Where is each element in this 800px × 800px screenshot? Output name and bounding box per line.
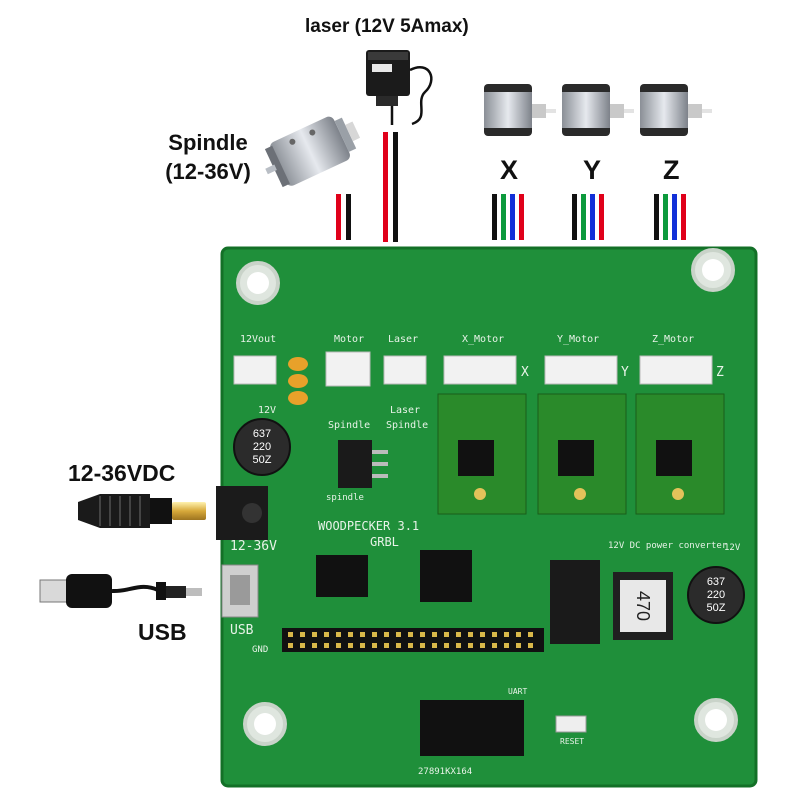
- z-motor-wires: [654, 194, 686, 240]
- silk-axis-z: Z: [716, 365, 724, 380]
- axis-z-label: Z: [663, 155, 680, 185]
- stepper-motor-z-icon: [640, 84, 712, 136]
- silk-y-motor: Y_Motor: [557, 334, 599, 345]
- silk-z-motor: Z_Motor: [652, 334, 694, 345]
- mcu-chip: [420, 550, 472, 602]
- y-motor-wires: [572, 194, 604, 240]
- stepper-driver-y: [537, 393, 627, 515]
- laser-label: laser (12V 5Amax): [305, 16, 469, 37]
- spindle-label-line2: (12-36V): [165, 159, 251, 184]
- usb-serial-chip: [316, 555, 368, 597]
- laser-module-icon: [366, 50, 433, 126]
- silk-axis-x: X: [521, 365, 529, 380]
- cap-right-line3: 50Z: [707, 602, 726, 614]
- cap-right-line2: 220: [707, 589, 725, 601]
- cap-left-line3: 50Z: [253, 454, 272, 466]
- power-input-label: 12-36VDC: [68, 460, 176, 486]
- capacitor-left: 637 220 50Z: [233, 418, 291, 476]
- silk-axis-y: Y: [621, 365, 629, 380]
- usb-cable-icon: [39, 574, 202, 608]
- silk-spindle-small: spindle: [326, 493, 364, 503]
- cap-left-line2: 220: [253, 441, 271, 453]
- silk-x-motor: X_Motor: [462, 334, 504, 345]
- reset-button: [555, 715, 587, 733]
- uart-connector: [420, 700, 524, 756]
- stepper-motor-x-icon: [484, 84, 556, 136]
- silk-usb: USB: [230, 623, 254, 638]
- axis-x-label: X: [500, 155, 519, 185]
- silk-reset: RESET: [560, 737, 584, 746]
- silk-12v: 12V: [258, 405, 276, 416]
- gpio-pin-header: [282, 628, 544, 652]
- silk-12-36v: 12-36V: [230, 539, 277, 554]
- stepper-driver-x: [437, 393, 527, 515]
- spindle-label: Spindle (12-36V): [148, 128, 268, 186]
- stepper-motor-y-icon: [562, 84, 634, 136]
- board-title: WOODPECKER 3.1: [318, 519, 419, 533]
- spindle-wires: [336, 194, 351, 240]
- grbl-controller-board: 12Vout Motor Laser X_Motor Y_Motor Z_Mot…: [216, 246, 758, 788]
- connector-y-motor: [544, 355, 618, 385]
- connector-x-motor: [443, 355, 517, 385]
- laser-wires: [383, 132, 398, 242]
- silk-gnd: GND: [252, 645, 268, 655]
- inductor-label: 470: [633, 591, 653, 621]
- spindle-motor-icon: [264, 116, 361, 188]
- silk-laser: Laser: [390, 405, 420, 416]
- inductor: 470: [613, 572, 673, 640]
- mosfet: [338, 440, 372, 488]
- silk-laser-header: Laser: [388, 334, 418, 345]
- x-motor-wires: [492, 194, 524, 240]
- silk-serial: 27891KX164: [418, 767, 472, 777]
- voltage-regulator: [550, 560, 600, 644]
- spindle-label-line1: Spindle: [168, 130, 248, 155]
- cap-left-line1: 637: [253, 428, 271, 440]
- connector-laser: [383, 355, 427, 385]
- usb-label: USB: [138, 619, 187, 645]
- capacitor-right: 637 220 50Z: [687, 566, 745, 624]
- usb-port: [221, 564, 259, 618]
- connector-motor: [325, 351, 371, 387]
- stepper-driver-z: [635, 393, 725, 515]
- silk-motor: Motor: [334, 334, 364, 345]
- silk-12vout: 12Vout: [240, 334, 276, 345]
- silk-12v-right: 12V: [724, 543, 741, 553]
- cap-right-line1: 637: [707, 576, 725, 588]
- dc-power-plug-icon: [78, 494, 206, 528]
- silk-spindle: Spindle: [328, 420, 370, 431]
- connector-z-motor: [639, 355, 713, 385]
- silk-uart: UART: [508, 687, 527, 696]
- connector-12vout: [233, 355, 277, 385]
- silk-power-converter: 12V DC power converter: [608, 541, 728, 551]
- axis-y-label: Y: [583, 155, 602, 185]
- board-subtitle: GRBL: [370, 535, 399, 549]
- silk-spindle-2: Spindle: [386, 420, 428, 431]
